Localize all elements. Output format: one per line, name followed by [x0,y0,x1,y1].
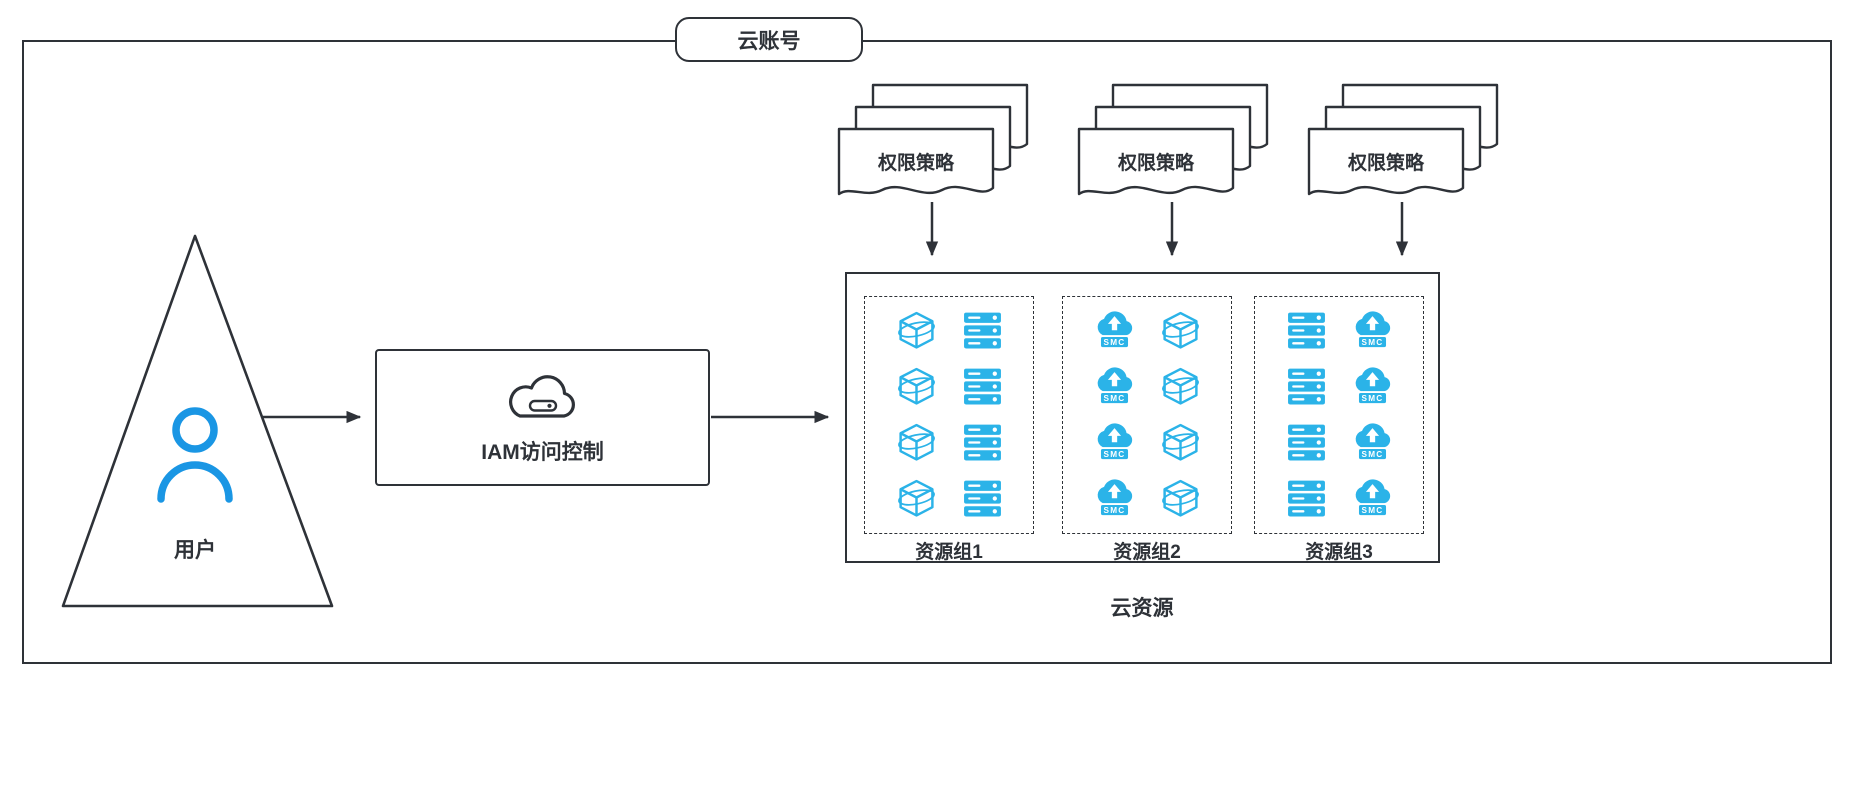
user-label: 用户 [174,539,216,562]
policy-label: 权限策略 [877,151,955,174]
server-icon [962,422,1003,463]
ecs-icon [896,366,937,407]
policy-stack-1: 权限策略 [837,83,1029,196]
smc-icon [1094,478,1135,519]
user-icon [157,407,233,503]
ecs-icon [1160,366,1201,407]
server-icon [962,366,1003,407]
resource-group-1-area [864,296,1034,534]
ecs-icon [1160,422,1201,463]
policy-label: 权限策略 [1117,151,1195,174]
ecs-icon [1160,478,1201,519]
smc-icon [1094,366,1135,407]
server-icon [1286,310,1327,351]
ecs-icon [896,422,937,463]
iam-label: IAM访问控制 [481,440,604,464]
cloud-resources-label: 云资源 [1110,597,1174,620]
server-icon [962,310,1003,351]
user-triangle [61,234,334,608]
smc-icon [1352,310,1393,351]
iam-box: IAM访问控制 [375,349,710,486]
smc-icon [1352,422,1393,463]
server-icon [962,478,1003,519]
resource-group-3: 资源组3 [1254,296,1424,564]
policy-stack-2: 权限策略 [1077,83,1269,196]
server-icon [1286,422,1327,463]
resource-group-3-label: 资源组3 [1305,542,1373,563]
smc-icon [1094,422,1135,463]
policy-stack-3: 权限策略 [1307,83,1499,196]
smc-icon [1094,310,1135,351]
resource-group-3-area [1254,296,1424,534]
iam-cloud-icon [508,374,575,418]
resource-group-1: 资源组1 [864,296,1034,564]
resource-group-2-area [1062,296,1232,534]
ecs-icon [896,478,937,519]
ecs-icon [896,310,937,351]
resource-group-2-label: 资源组2 [1113,542,1181,563]
server-icon [1286,478,1327,519]
policy-label: 权限策略 [1347,151,1425,174]
smc-icon [1352,366,1393,407]
ecs-icon [1160,310,1201,351]
resource-group-2: 资源组2 [1062,296,1232,564]
smc-icon [1352,478,1393,519]
cloud-resources-box: 资源组1 资源组2 [845,272,1440,563]
server-icon [1286,366,1327,407]
cloud-account-label: 云账号 [675,17,863,62]
resource-group-1-label: 资源组1 [915,542,983,563]
